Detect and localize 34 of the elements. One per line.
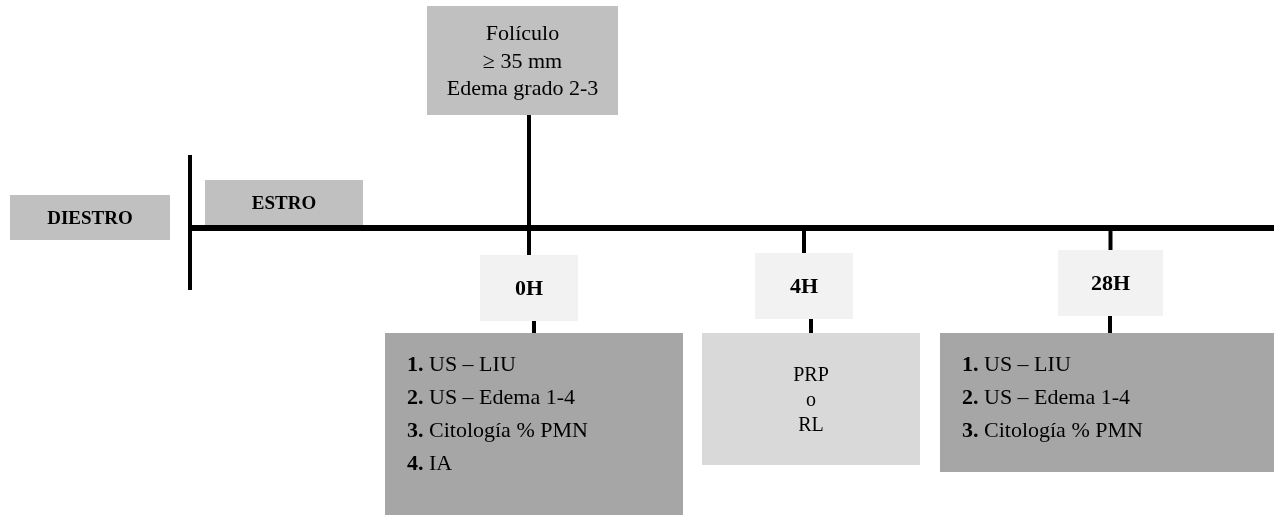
procedure-item: 4. IA (407, 449, 453, 477)
procedure-item: 1. US – LIU (962, 350, 1071, 378)
procedure-item: 3. Citología % PMN (407, 416, 588, 444)
time-marker-box (480, 255, 578, 321)
connector-line (527, 115, 531, 255)
procedure-item: 2. US – Edema 1-4 (407, 383, 576, 411)
procedure-box (385, 333, 683, 515)
treatment-text: RL (798, 411, 824, 437)
procedure-box (940, 333, 1274, 472)
stage-label-box (10, 195, 170, 240)
procedure-item: 1. US – LIU (407, 350, 516, 378)
procedure-item: 2. US – Edema 1-4 (962, 383, 1131, 411)
time-marker-box (1058, 250, 1163, 316)
stage-label: ESTRO (251, 190, 317, 215)
criteria-text: Folículo (485, 19, 560, 47)
connector-line (1108, 316, 1112, 333)
stage-label: DIESTRO (47, 205, 133, 230)
connector-line (1108, 231, 1113, 250)
connector-line (802, 231, 806, 253)
criteria-box (427, 6, 618, 115)
time-label: 28H (1090, 269, 1131, 297)
procedure-item: 3. Citología % PMN (962, 416, 1143, 444)
treatment-box (702, 333, 920, 465)
criteria-text: ≥ 35 mm (482, 46, 563, 75)
time-marker-box (755, 253, 853, 319)
treatment-text: PRP (793, 361, 829, 387)
connector-line (809, 319, 813, 333)
connector-line (532, 321, 536, 333)
criteria-text: Edema grado 2-3 (446, 74, 599, 102)
timeline-bar (190, 225, 1274, 231)
treatment-text: o (806, 386, 816, 412)
stage-label-box (205, 180, 363, 225)
time-label: 4H (789, 272, 819, 300)
time-label: 0H (514, 274, 544, 302)
